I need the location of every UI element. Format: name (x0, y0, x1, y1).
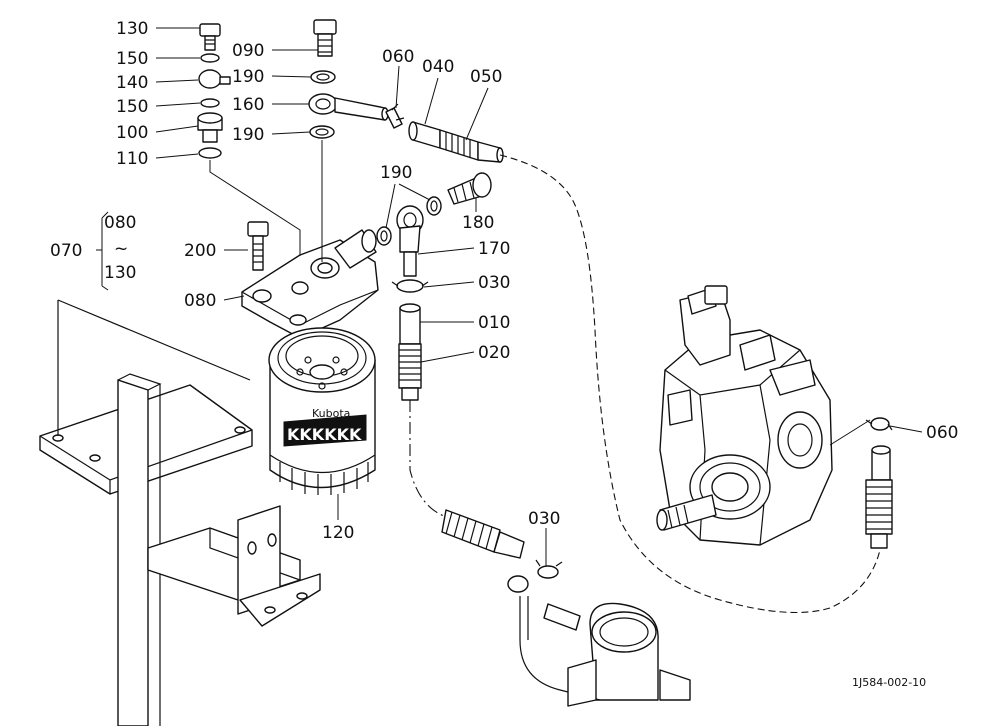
label-200: 200 (184, 241, 216, 261)
label-190: 190 (232, 67, 264, 87)
mounting-bracket (39, 299, 321, 726)
air-vent-stack (197, 23, 301, 256)
label-090: 090 (232, 41, 264, 61)
label-160: 160 (232, 95, 264, 115)
banjo-fitting-lower (376, 172, 492, 277)
label-060: 060 (382, 47, 414, 67)
label-180: 180 (462, 213, 494, 233)
group-to: 130 (104, 263, 136, 283)
label-120: 120 (322, 523, 354, 543)
label-100: 100 (116, 123, 148, 143)
label-150: 150 (116, 49, 148, 69)
label-050: 050 (470, 67, 502, 87)
filter-head (241, 229, 379, 339)
part-labels: 130 150 140 150 100 110 090 190 160 190 … (116, 19, 958, 543)
group-bracket-070: 070 080 ~ 130 (50, 213, 136, 283)
label-080: 080 (184, 291, 216, 311)
label-020: 020 (478, 343, 510, 363)
banjo-bolt-stack (308, 19, 389, 262)
group-tilde: ~ (114, 239, 128, 259)
label-110: 110 (116, 149, 148, 169)
label-150: 150 (116, 97, 148, 117)
label-140: 140 (116, 73, 148, 93)
label-190: 190 (380, 163, 412, 183)
leader-lines (96, 27, 923, 566)
label-190: 190 (232, 125, 264, 145)
mounting-bolt (247, 221, 269, 271)
label-060: 060 (926, 423, 958, 443)
label-170: 170 (478, 239, 510, 259)
filter-mark: KKKKKK (287, 425, 362, 444)
label-030: 030 (478, 273, 510, 293)
label-040: 040 (422, 57, 454, 77)
fuel-hose-upper (391, 279, 451, 519)
return-hose-right (865, 417, 893, 549)
label-030: 030 (528, 509, 560, 529)
label-130: 130 (116, 19, 148, 39)
return-pipe-upper (385, 103, 881, 614)
drawing-reference: 1J584-002-10 (852, 676, 926, 689)
fuel-hose-lower (441, 509, 691, 707)
label-010: 010 (478, 313, 510, 333)
fuel-filter-cartridge: Kubota KKKKKK (268, 327, 376, 495)
supply-pump (656, 285, 871, 546)
group-from: 080 (104, 213, 136, 233)
group-prefix: 070 (50, 241, 82, 261)
